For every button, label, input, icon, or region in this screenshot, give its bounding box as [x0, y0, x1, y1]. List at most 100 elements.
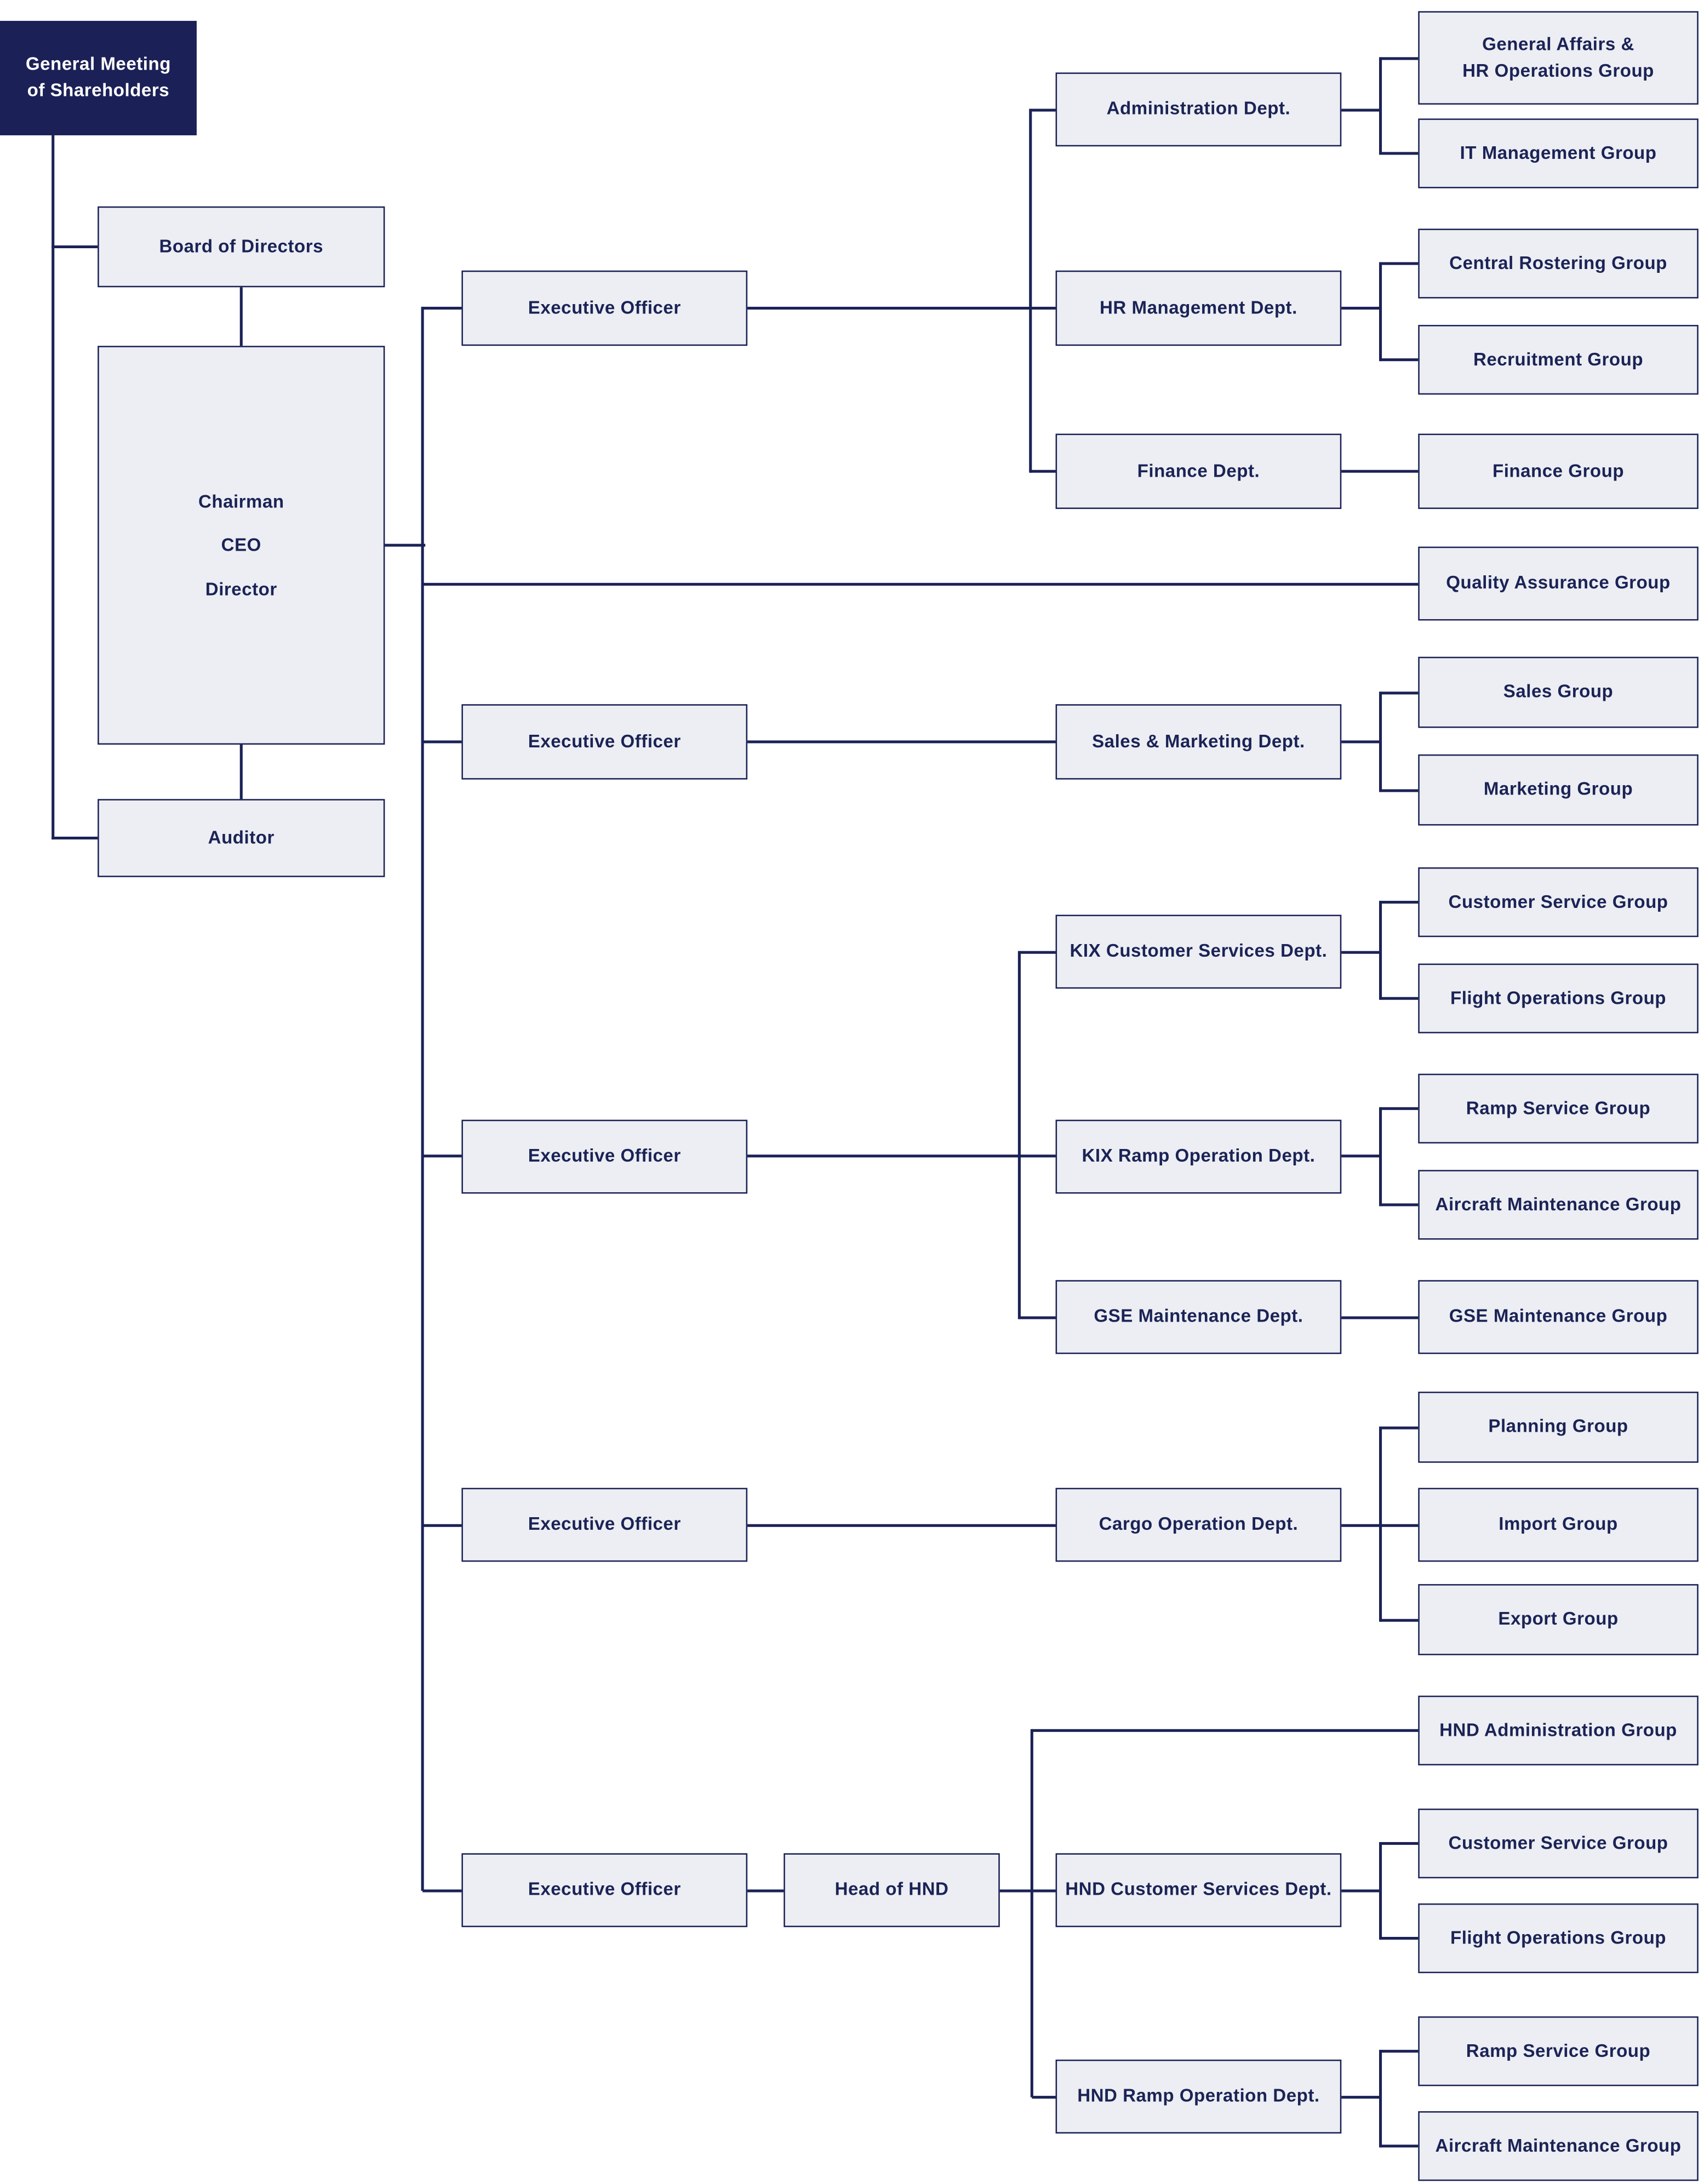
connector	[1380, 152, 1419, 155]
connector	[1380, 789, 1419, 792]
node-kix-ramp-service-group: Ramp Service Group	[1418, 1073, 1699, 1144]
connector	[1380, 1107, 1419, 1110]
connector	[52, 245, 98, 249]
connector	[1341, 470, 1419, 473]
connector	[1341, 740, 1381, 744]
connector	[1030, 1729, 1033, 2097]
connector	[1341, 1524, 1381, 1527]
connector	[422, 1524, 462, 1527]
node-executive-officer-5: Executive Officer	[461, 1853, 748, 1928]
connector	[747, 740, 1056, 744]
connector	[1341, 1316, 1419, 1319]
node-gse-maintenance-group: GSE Maintenance Group	[1418, 1280, 1699, 1354]
connector	[1380, 2050, 1419, 2053]
node-import-group: Import Group	[1418, 1488, 1699, 1562]
connector	[1029, 108, 1032, 473]
connector	[1379, 1107, 1382, 1207]
node-hnd-flight-operations-group: Flight Operations Group	[1418, 1903, 1699, 1974]
node-hnd-customer-services-dept: HND Customer Services Dept.	[1055, 1853, 1342, 1928]
node-auditor: Auditor	[98, 799, 385, 877]
node-hnd-customer-service-group: Customer Service Group	[1418, 1808, 1699, 1879]
connector	[1380, 262, 1419, 265]
connector	[239, 287, 243, 346]
node-finance-dept: Finance Dept.	[1055, 433, 1342, 509]
node-kix-customer-services-dept: KIX Customer Services Dept.	[1055, 914, 1342, 989]
connector	[421, 306, 424, 1891]
node-central-rostering-group: Central Rostering Group	[1418, 228, 1699, 299]
node-executive-officer-4: Executive Officer	[461, 1488, 748, 1562]
connector	[422, 740, 462, 744]
node-planning-group: Planning Group	[1418, 1391, 1699, 1463]
connector	[1019, 1316, 1056, 1319]
node-gse-maintenance-dept: GSE Maintenance Dept.	[1055, 1280, 1342, 1354]
node-kix-flight-operations-group: Flight Operations Group	[1418, 963, 1699, 1033]
node-hnd-ramp-service-group: Ramp Service Group	[1418, 2016, 1699, 2086]
node-quality-assurance-group: Quality Assurance Group	[1418, 546, 1699, 621]
node-cargo-operation-dept: Cargo Operation Dept.	[1055, 1488, 1342, 1562]
connector	[239, 745, 243, 799]
connector	[1380, 1426, 1419, 1430]
connector	[1379, 262, 1382, 362]
node-chairman-ceo-director: Chairman CEO Director	[98, 346, 385, 745]
connector	[1380, 358, 1419, 362]
connector	[747, 1154, 1056, 1158]
connector	[1380, 1842, 1419, 1845]
connector	[999, 1889, 1056, 1893]
connector	[52, 837, 98, 840]
node-recruitment-group: Recruitment Group	[1418, 324, 1699, 395]
node-hnd-aircraft-maintenance-group: Aircraft Maintenance Group	[1418, 2111, 1699, 2181]
node-it-management-group: IT Management Group	[1418, 118, 1699, 188]
connector	[1017, 951, 1021, 1319]
connector	[1380, 901, 1419, 904]
node-kix-ramp-operation-dept: KIX Ramp Operation Dept.	[1055, 1119, 1342, 1194]
node-export-group: Export Group	[1418, 1584, 1699, 1655]
connector	[1032, 1729, 1419, 1732]
connector	[422, 1154, 462, 1158]
connector	[385, 544, 426, 547]
connector	[1341, 108, 1381, 112]
node-hr-management-dept: HR Management Dept.	[1055, 270, 1342, 346]
node-general-meeting-of-shareholders: General Meeting of Shareholders	[0, 21, 197, 135]
node-board-of-directors: Board of Directors	[98, 206, 385, 288]
connector	[422, 582, 1419, 586]
node-head-of-hnd: Head of HND	[784, 1853, 1000, 1928]
connector	[1019, 951, 1056, 954]
connector	[1379, 57, 1382, 155]
connector	[1379, 2050, 1382, 2148]
connector	[1030, 108, 1056, 112]
node-sales-group: Sales Group	[1418, 656, 1699, 728]
connector	[1380, 1937, 1419, 1940]
connector	[1379, 901, 1382, 1000]
node-executive-officer-3: Executive Officer	[461, 1119, 748, 1194]
node-executive-officer-1: Executive Officer	[461, 270, 748, 346]
node-executive-officer-2: Executive Officer	[461, 704, 748, 780]
connector	[1030, 470, 1056, 473]
connector	[1379, 691, 1382, 792]
connector	[1379, 1842, 1382, 1940]
node-administration-dept: Administration Dept.	[1055, 72, 1342, 147]
connector	[1380, 57, 1419, 60]
connector	[1380, 2145, 1419, 2148]
connector	[422, 1889, 462, 1893]
node-hnd-administration-group: HND Administration Group	[1418, 1695, 1699, 1765]
node-marketing-group: Marketing Group	[1418, 754, 1699, 826]
connector	[747, 1524, 1056, 1527]
node-kix-customer-service-group: Customer Service Group	[1418, 867, 1699, 937]
connector	[1380, 1203, 1419, 1207]
connector	[1341, 1154, 1381, 1158]
connector	[1341, 306, 1381, 310]
connector	[422, 306, 462, 310]
connector	[1032, 2096, 1056, 2099]
connector	[1380, 1524, 1419, 1527]
node-hnd-ramp-operation-dept: HND Ramp Operation Dept.	[1055, 2059, 1342, 2134]
node-kix-aircraft-maintenance-group: Aircraft Maintenance Group	[1418, 1170, 1699, 1240]
connector	[1341, 2096, 1381, 2099]
connector	[1341, 1889, 1381, 1893]
connector	[52, 135, 55, 840]
node-finance-group: Finance Group	[1418, 433, 1699, 509]
node-sales-marketing-dept: Sales & Marketing Dept.	[1055, 704, 1342, 780]
connector	[1380, 1619, 1419, 1622]
connector	[1341, 951, 1381, 954]
connector	[1380, 691, 1419, 695]
